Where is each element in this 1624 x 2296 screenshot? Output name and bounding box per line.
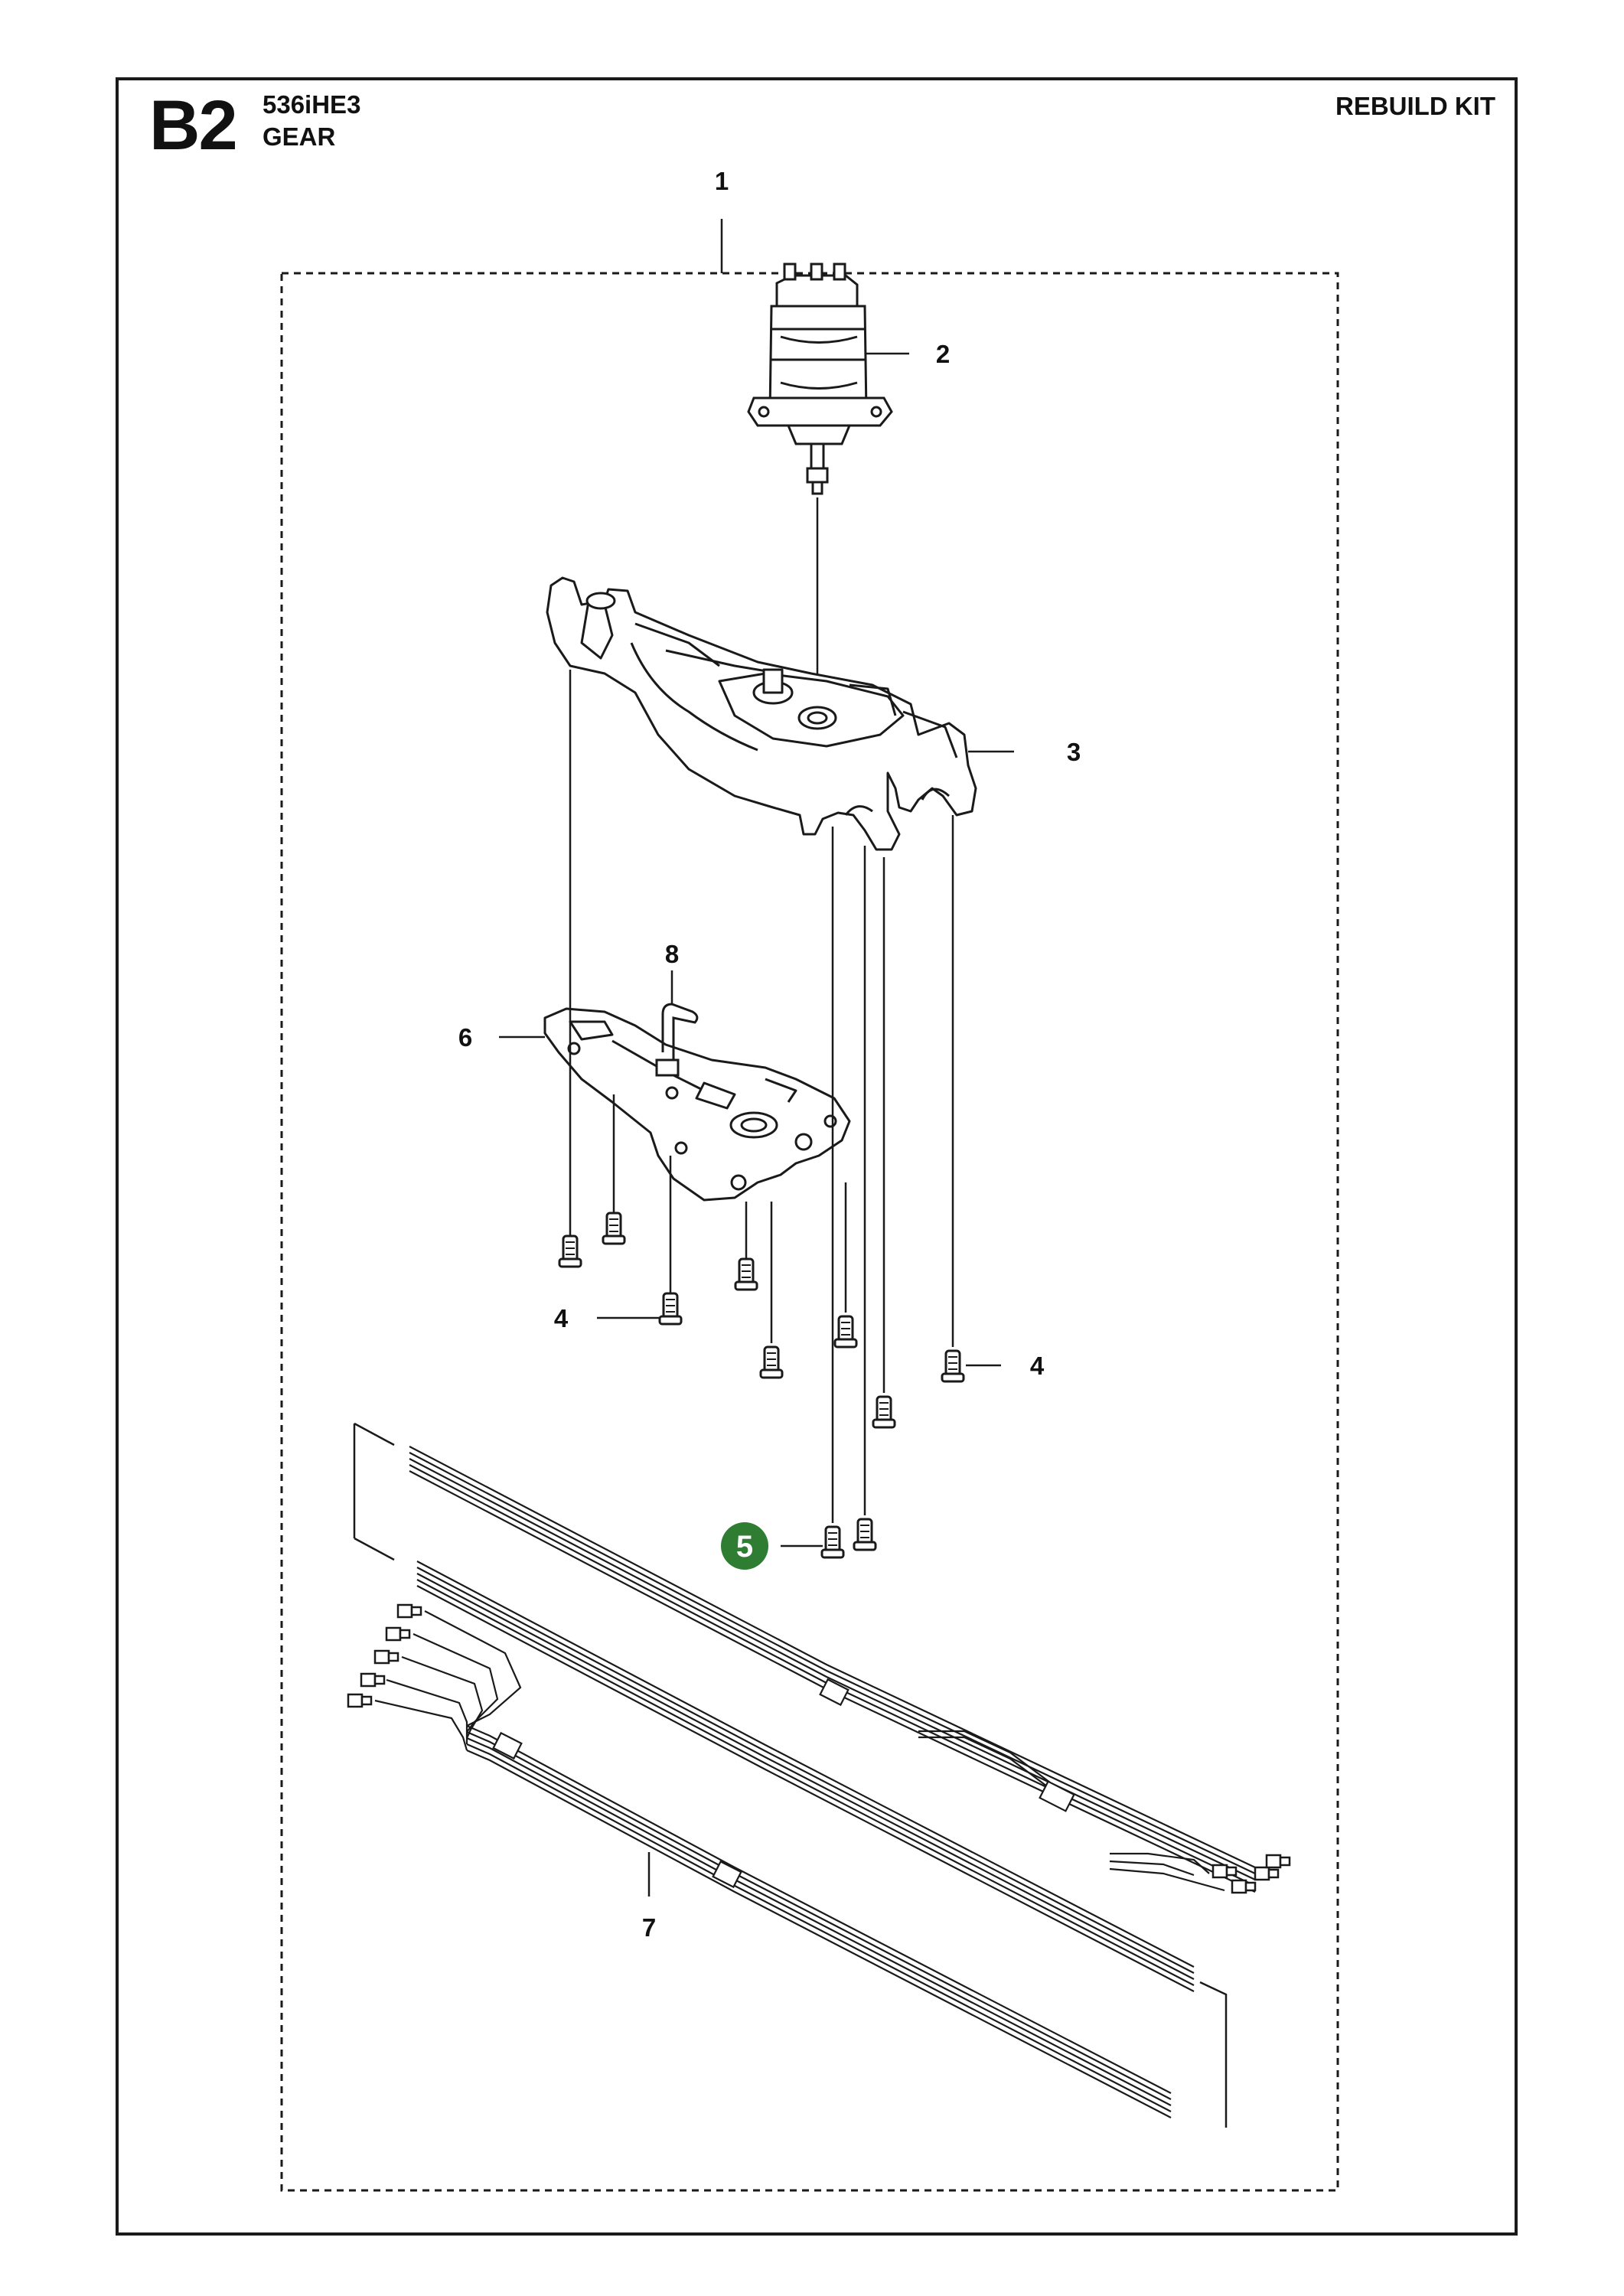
spring-clip-part — [655, 1003, 699, 1077]
callout-1: 1 — [715, 167, 729, 195]
callout-3: 3 — [1067, 738, 1081, 766]
cover-plate-part — [543, 1007, 851, 1202]
wire-harness-part — [353, 1422, 1256, 2128]
callout-4a: 4 — [554, 1304, 569, 1332]
harness-connectors — [347, 1603, 1291, 1894]
screw-axis-lines — [569, 670, 954, 1523]
callout-5-badge[interactable] — [721, 1522, 768, 1570]
callout-8: 8 — [665, 940, 679, 968]
page-border — [116, 77, 1518, 2236]
callout-2: 2 — [936, 340, 950, 368]
kit-boundary — [280, 272, 1339, 2192]
screws — [558, 1212, 965, 1559]
callout-6: 6 — [458, 1023, 472, 1052]
model-name: 536iHE3 — [263, 90, 361, 119]
group-name: GEAR — [263, 122, 336, 151]
motor-part — [747, 263, 893, 495]
kit-title: REBUILD KIT — [1335, 92, 1495, 120]
callout-5[interactable]: 5 — [736, 1530, 753, 1564]
page-code: B2 — [149, 86, 238, 165]
callout-4b: 4 — [1030, 1352, 1045, 1380]
callout-7: 7 — [642, 1913, 656, 1942]
gear-housing-part — [546, 576, 977, 851]
